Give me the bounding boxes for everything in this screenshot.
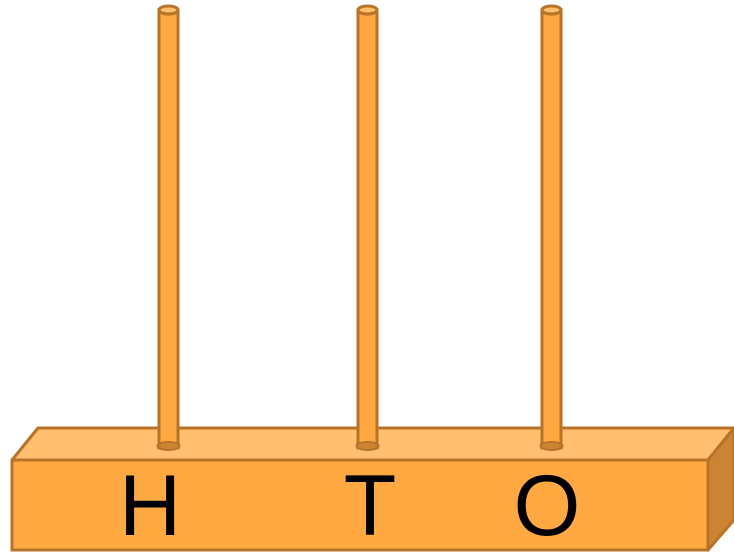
label-tens: T [344,458,397,553]
label-ones: O [514,458,581,553]
rod-tens [357,6,379,450]
label-hundreds: H [119,458,181,553]
rod-ones [541,6,563,450]
abacus-rods [158,6,563,450]
rod-hundreds [158,6,180,450]
